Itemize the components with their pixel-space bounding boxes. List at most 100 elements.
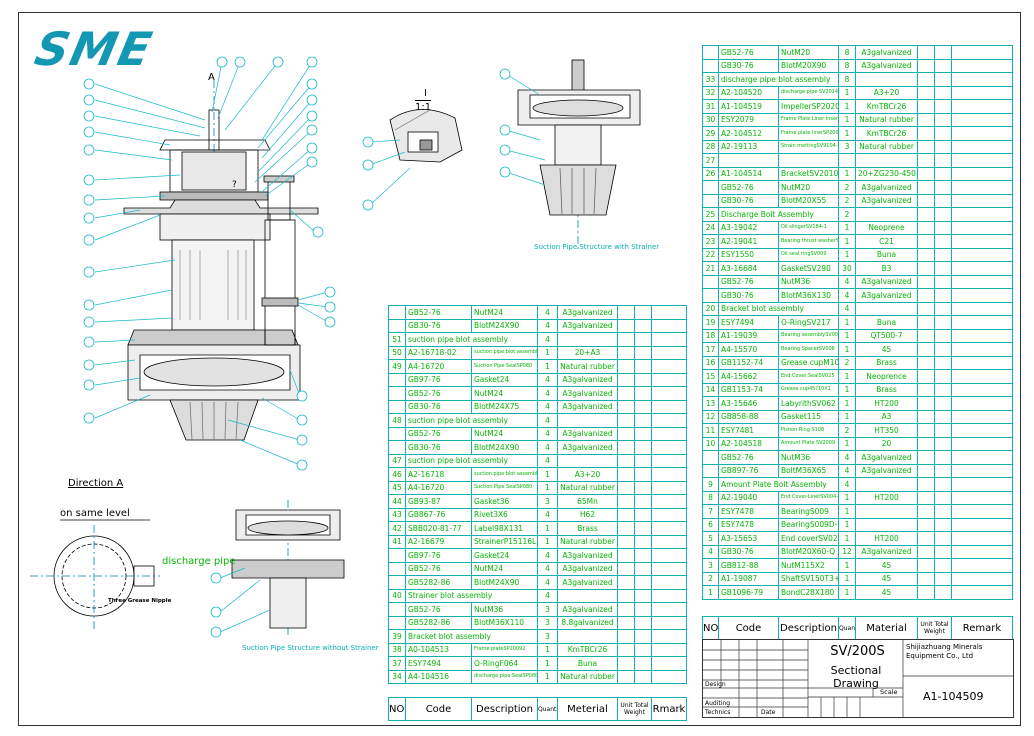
row-remark (951, 112, 1013, 127)
row-number (702, 45, 719, 60)
row-description: NutM36 (778, 450, 839, 465)
row-unit-weight (917, 355, 935, 370)
row-code: GB30-76 (405, 318, 472, 333)
row-quantity: 4 (838, 477, 856, 492)
row-quantity: 1 (838, 315, 856, 330)
caption-without-strainer: Suction Pipe Structure without Strainer (242, 644, 379, 652)
row-number: 19 (702, 315, 719, 330)
row-code: GB5282-86 (405, 575, 472, 590)
row-remark (651, 629, 687, 644)
row-number: 14 (702, 382, 719, 397)
row-material: 45 (855, 571, 918, 586)
row-unit-weight (917, 126, 935, 141)
row-code: GB858-88 (718, 409, 779, 424)
discharge-pipe-label: discharge pipe (162, 556, 236, 567)
row-code: GB5282-86 (405, 615, 472, 630)
row-unit-weight (917, 409, 935, 424)
row-material: H62 (557, 507, 618, 522)
row-total-weight (934, 504, 952, 519)
row-total-weight (634, 413, 652, 428)
row-total-weight (934, 153, 952, 168)
row-material: Natural rubber (855, 139, 918, 154)
row-number: 48 (388, 413, 406, 428)
header-remark: Remark (951, 616, 1013, 640)
date-label: Date (761, 709, 776, 716)
row-total-weight (934, 436, 952, 451)
row-code: GB30-76 (718, 288, 779, 303)
row-remark (951, 544, 1013, 559)
technics-label: Technics (705, 709, 731, 716)
row-description: Bearing assemblySV004-1 (778, 328, 839, 343)
row-total-weight (934, 355, 952, 370)
row-unit-weight (617, 372, 635, 387)
row-quantity: 1 (838, 490, 856, 505)
row-quantity: 2 (838, 193, 856, 208)
row-quantity: 4 (838, 463, 856, 478)
row-quantity: 1 (537, 521, 558, 536)
row-total-weight (934, 288, 952, 303)
row-number: 40 (388, 588, 406, 603)
row-total-weight (934, 396, 952, 411)
row-description: End Cover SealSV025 (778, 369, 839, 384)
row-remark (951, 85, 1013, 100)
row-unit-weight (917, 558, 935, 573)
row-code: GB97-76 (405, 372, 472, 387)
row-number: 9 (702, 477, 719, 492)
row-number: 4 (702, 544, 719, 559)
row-unit-weight (617, 642, 635, 657)
row-material: A3galvanized (557, 602, 618, 617)
row-remark (651, 507, 687, 522)
row-total-weight (634, 318, 652, 333)
direction-a-view (30, 519, 160, 630)
row-description: Label98X131 (471, 521, 538, 536)
row-total-weight (934, 58, 952, 73)
row-quantity: 1 (838, 571, 856, 586)
row-material: A3galvanized (557, 305, 618, 320)
row-quantity: 4 (537, 426, 558, 441)
row-description: NutM24 (471, 426, 538, 441)
row-quantity: 4 (537, 399, 558, 414)
row-number: 39 (388, 629, 406, 644)
row-quantity: 1 (838, 585, 856, 600)
suction-without-strainer-view (231, 500, 345, 635)
row-code: A2-19113 (718, 139, 779, 154)
detail-i-view (389, 109, 463, 163)
row-remark (951, 409, 1013, 424)
row-total-weight (634, 480, 652, 495)
row-unit-weight (617, 399, 635, 414)
row-material (557, 332, 618, 347)
row-unit-weight (617, 426, 635, 441)
section-a-label: A (208, 72, 215, 83)
row-remark (951, 328, 1013, 343)
row-remark (651, 588, 687, 603)
row-remark (651, 575, 687, 590)
row-number: 3 (702, 558, 719, 573)
row-code: ESY7478 (718, 504, 779, 519)
row-description: ShaftSV150T3+ (778, 571, 839, 586)
row-material: B3 (855, 261, 918, 276)
row-material: Natural rubber (557, 480, 618, 495)
row-quantity: 1 (838, 382, 856, 397)
row-number: 25 (702, 207, 719, 222)
row-remark (651, 669, 687, 684)
row-unit-weight (917, 450, 935, 465)
row-quantity: 4 (838, 450, 856, 465)
row-number: 17 (702, 342, 719, 357)
row-remark (951, 193, 1013, 208)
row-description: Suction Pipe SealSP080 (471, 480, 538, 495)
row-number: 50 (388, 345, 406, 360)
row-unit-weight (617, 480, 635, 495)
row-description: NutM24 (471, 561, 538, 576)
row-description: Bearing SpacerSV008 (778, 342, 839, 357)
row-total-weight (934, 571, 952, 586)
row-quantity: 1 (838, 85, 856, 100)
row-quantity: 1 (838, 99, 856, 114)
